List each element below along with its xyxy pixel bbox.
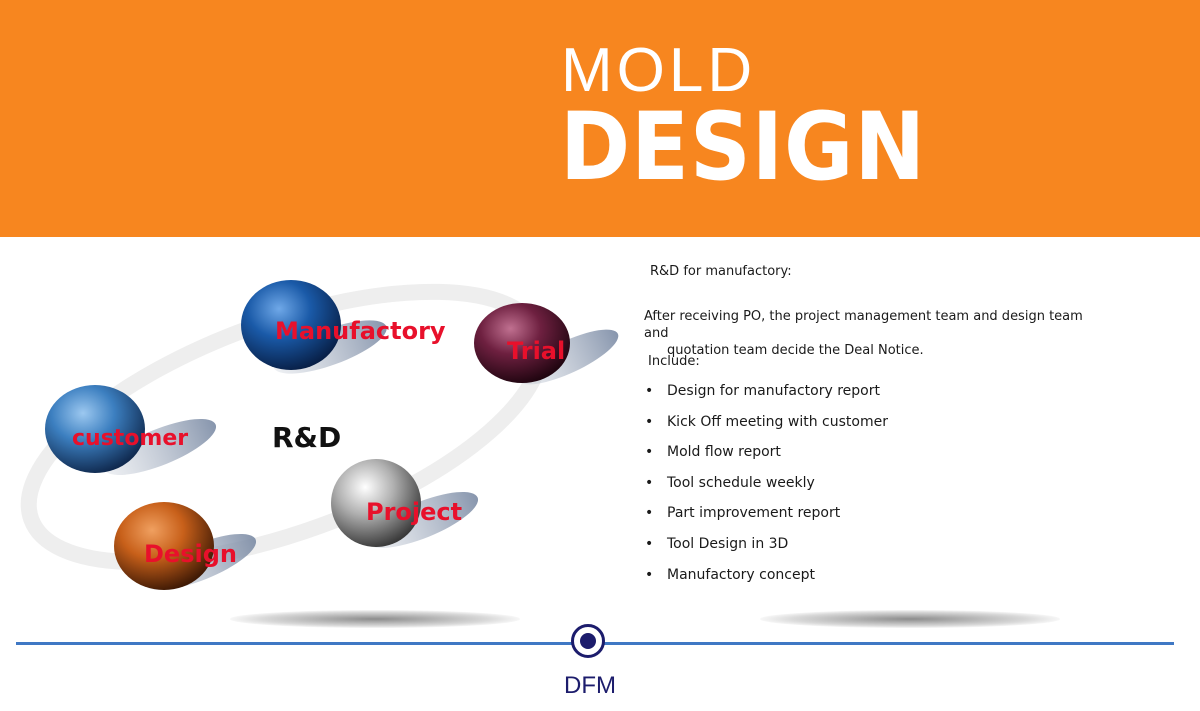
sphere-manufactory [241,280,341,370]
info-paragraph: After receiving PO, the project manageme… [644,308,1094,359]
node-label-trial: Trial [507,337,565,365]
info-panel-shadow [760,610,1060,628]
list-item: • Tool Design in 3D [640,533,888,564]
timeline-label-dfm: DFM [564,672,616,699]
sphere-shadow-customer [103,419,217,475]
list-item: • Kick Off meeting with customer [640,411,888,442]
bullet-icon: • [645,566,654,583]
node-label-customer: customer [72,426,188,451]
include-label: Include: [648,354,700,369]
header-banner: MOLD DESIGN [0,0,1200,237]
sphere-design [114,502,214,590]
diagram-panel-shadow [230,610,520,628]
bullet-icon: • [645,535,654,552]
title-mold: MOLD [561,36,757,105]
node-label-design: Design [144,540,237,568]
sphere-project [331,459,421,547]
list-item-text: Part improvement report [667,505,841,522]
info-paragraph-line2: quotation team decide the Deal Notice. [667,343,924,358]
list-item: • Mold flow report [640,441,888,472]
list-item: • Tool schedule weekly [640,472,888,503]
bullet-icon: • [645,474,654,491]
list-item-text: Design for manufactory report [667,383,880,399]
node-label-manufactory: Manufactory [275,317,446,345]
timeline-marker-icon[interactable] [571,624,605,658]
title-design: DESIGN [560,93,927,202]
bullet-icon: • [645,413,654,430]
info-heading: R&D for manufactory: [650,264,792,279]
bullet-icon: • [645,444,654,461]
info-paragraph-line1: After receiving PO, the project manageme… [644,309,1083,341]
list-item: • Part improvement report [640,502,888,533]
center-label-rd: R&D [272,421,341,454]
list-item: • Design for manufactory report [640,380,888,411]
bullet-icon: • [645,505,654,522]
timeline-marker-dot [580,633,596,649]
list-item-text: Tool Design in 3D [667,535,789,552]
list-item-text: Mold flow report [667,444,781,461]
list-item-text: Manufactory concept [667,566,815,583]
sphere-trial [474,303,570,383]
node-label-project: Project [366,498,462,526]
list-item-text: Tool schedule weekly [667,474,815,491]
rd-cycle-svg: Manufactory Trial customer Project Desig… [20,280,619,590]
list-item-text: Kick Off meeting with customer [667,413,888,430]
bullet-icon: • [645,383,654,399]
rd-cycle-diagram: Manufactory Trial customer Project Desig… [0,237,620,622]
include-list: • Design for manufactory report • Kick Off… [640,380,888,594]
sphere-customer [45,385,145,473]
list-item: • Manufactory concept [640,564,888,595]
